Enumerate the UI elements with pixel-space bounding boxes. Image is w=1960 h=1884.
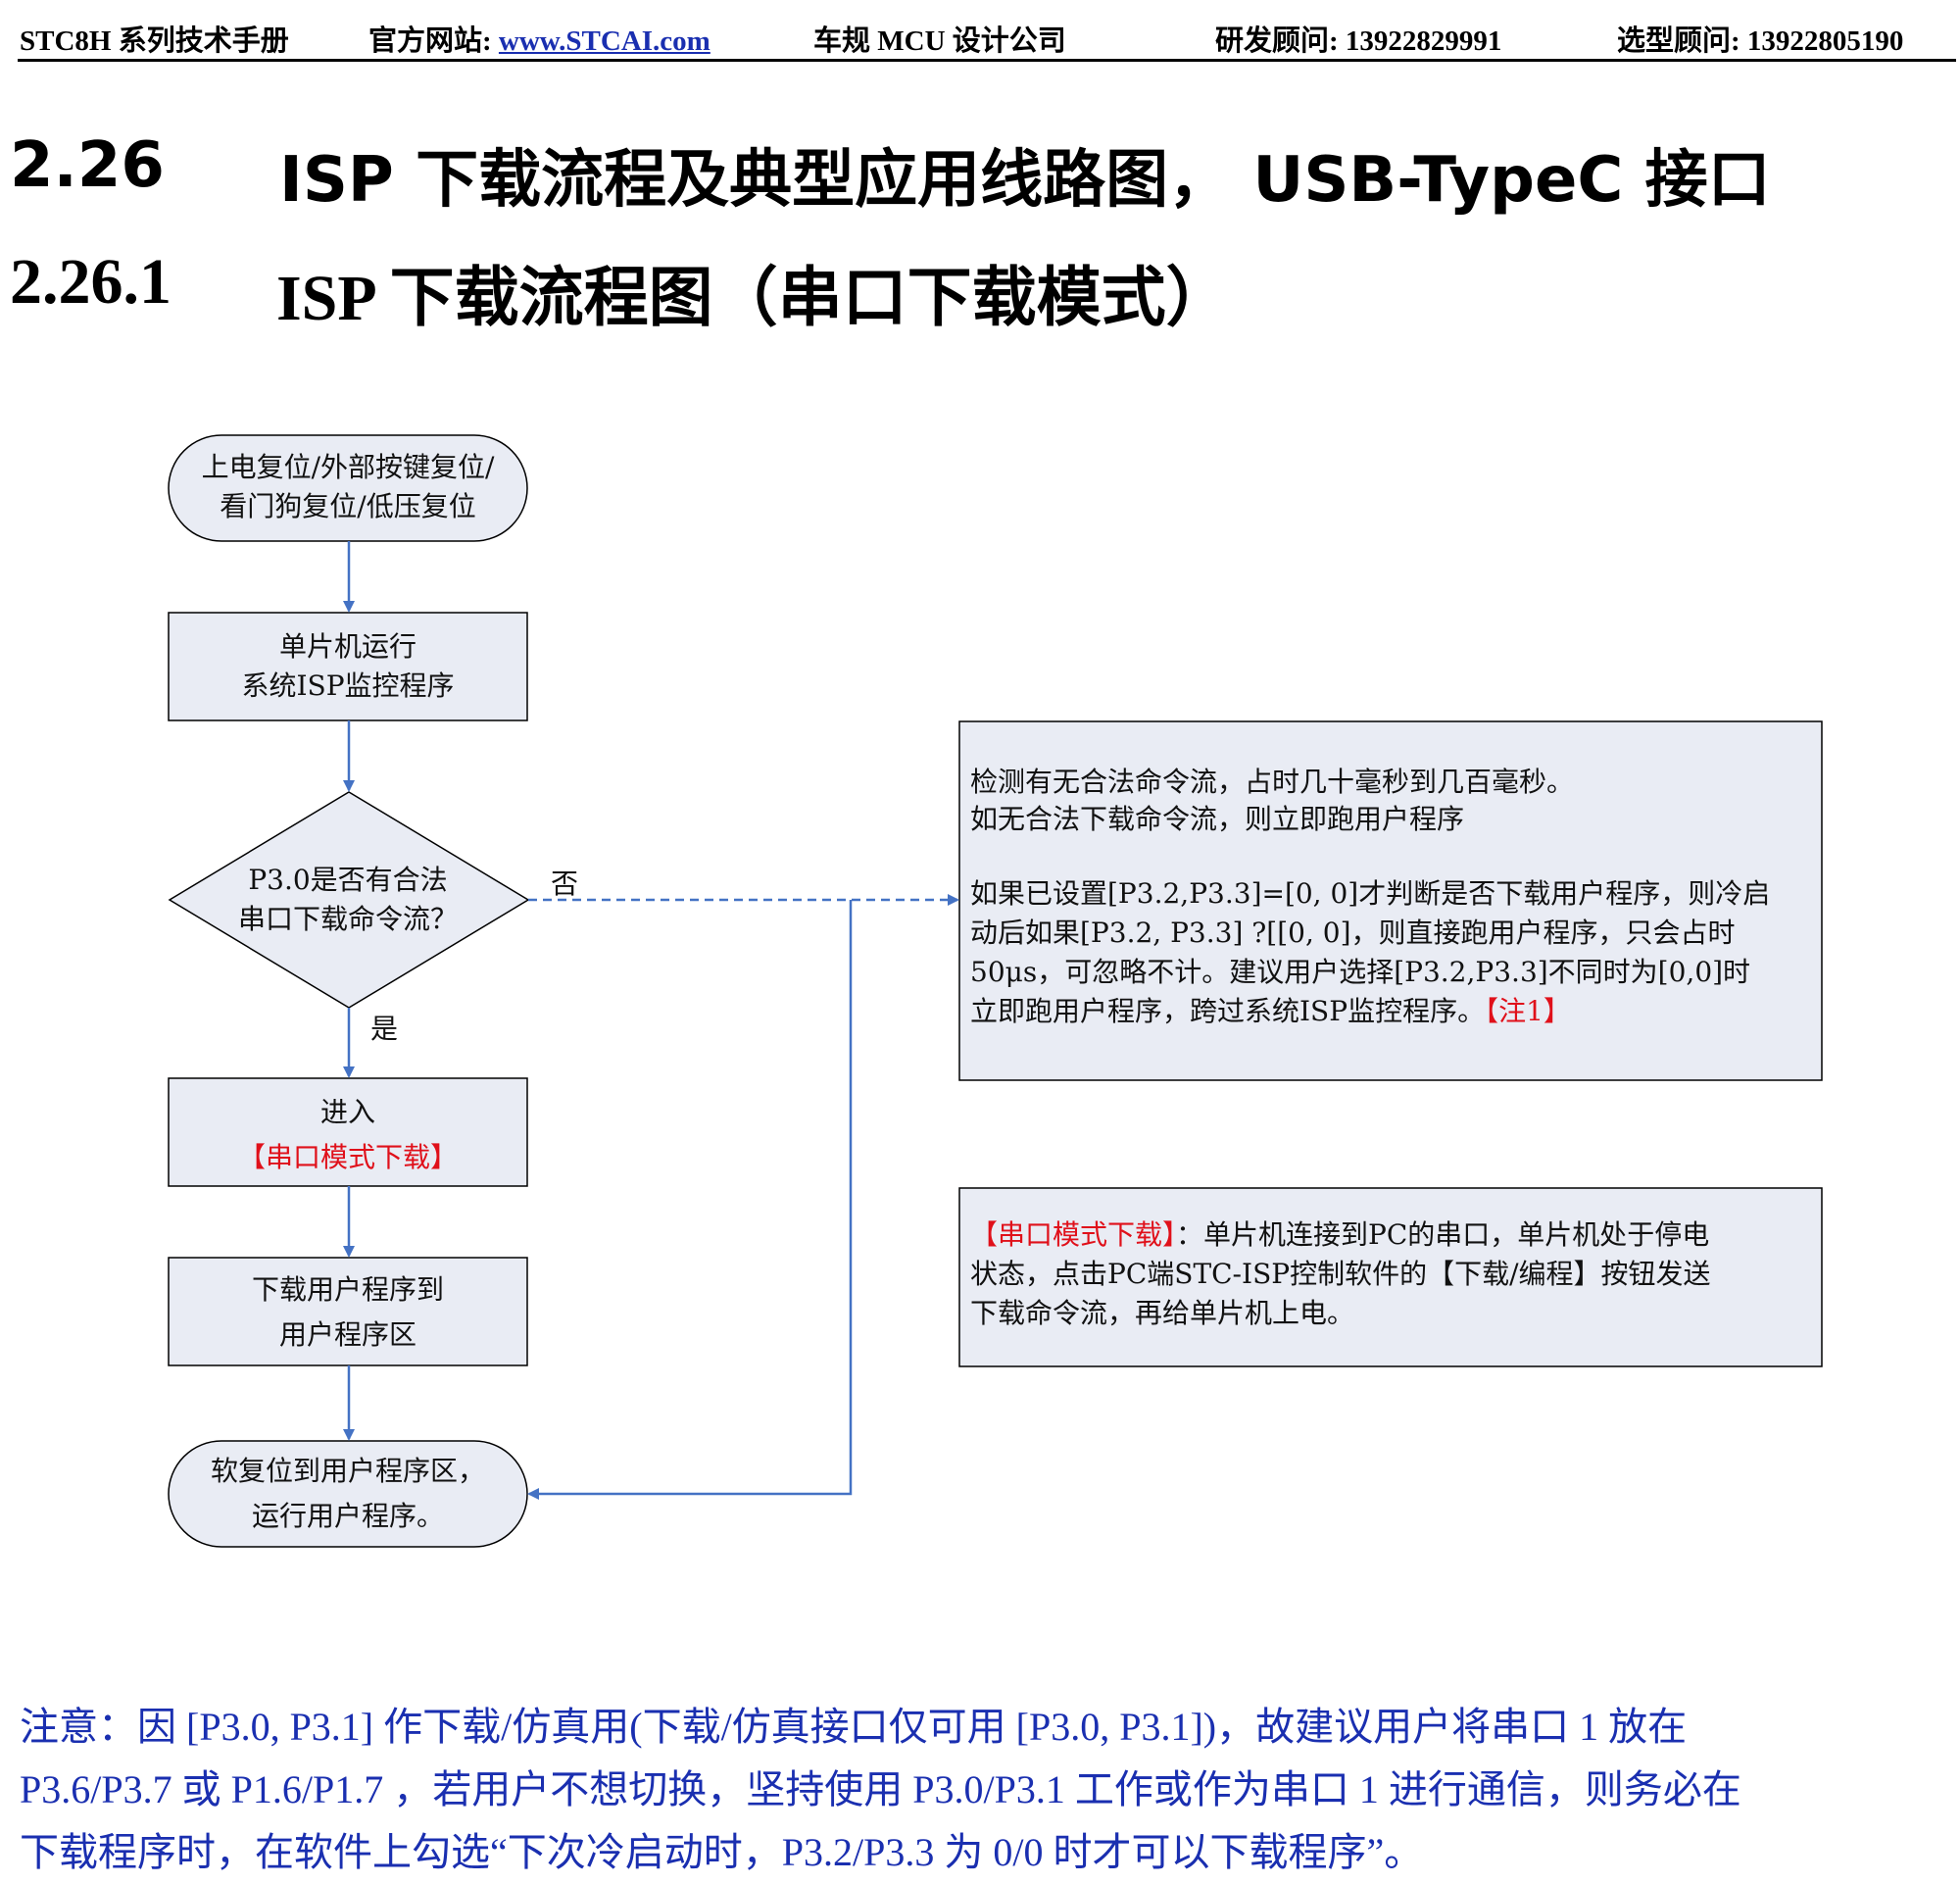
start-line-2: 看门狗复位/低压复位 — [220, 490, 476, 522]
note1-line-1: 检测有无合法命令流，占时几十毫秒到几百毫秒。 — [970, 766, 1575, 798]
manual-title: STC8H 系列技术手册 — [20, 25, 289, 57]
enter-download-text: 进入 【串口模式下载】 — [169, 1090, 527, 1180]
note1-line-2: 如无合法下载命令流，则立即跑用户程序 — [970, 803, 1465, 835]
enter-line-1: 进入 — [319, 1096, 375, 1128]
note2-box — [958, 1187, 1823, 1367]
decision-line-2: 串口下载命令流？ — [237, 903, 458, 935]
run-isp-text: 单片机运行 系统ISP监控程序 — [169, 627, 527, 706]
rd-contact: 研发顾问: 13922829991 — [1215, 25, 1502, 57]
website-label: 官方网站: — [368, 25, 499, 57]
section-number: 2.26 — [10, 129, 165, 202]
note2-line-1-rest: ：单片机连接到PC的串口，单片机处于停电 — [1176, 1218, 1710, 1251]
start-line-1: 上电复位/外部按键复位/ — [201, 451, 495, 483]
subsection-title: ISP 下载流程图（串口下载模式） — [276, 263, 1231, 334]
note2-line-1: 【串口模式下载】：单片机连接到PC的串口，单片机处于停电 — [970, 1215, 1711, 1255]
note2-line-3: 下载命令流，再给单片机上电。 — [970, 1297, 1355, 1329]
note1-line-5: 动后如果[P3.2, P3.3] ?[[0, 0]，则直接跑用户程序，只会占时 — [970, 917, 1736, 949]
notice-line-1: 注意：因 [P3.0, P3.1] 作下载/仿真用(下载/仿真接口仅可用 [P3… — [20, 1705, 1688, 1749]
arrow-no-to-end — [527, 900, 853, 1500]
note2-line-2: 状态，点击PC端STC-ISP控制软件的【下载/编程】按钮发送 — [970, 1258, 1711, 1290]
no-label: 否 — [551, 868, 579, 900]
sales-contact: 选型顾问: 13922805190 — [1617, 25, 1904, 57]
note1-line-6: 50μs，可忽略不计。建议用户选择[P3.2,P3.3]不同时为[0,0]时 — [970, 956, 1751, 988]
note1-box — [958, 720, 1823, 1081]
note1-line-4: 如果已设置[P3.2,P3.3]=[0, 0]才判断是否下载用户程序，则冷启 — [970, 877, 1771, 910]
note1-line-7: 立即跑用户程序，跨过系统ISP监控程序。【注1】 — [970, 992, 1770, 1031]
note2-text: 【串口模式下载】：单片机连接到PC的串口，单片机处于停电 状态，点击PC端STC… — [970, 1215, 1711, 1333]
decision-line-1: P3.0是否有合法 — [248, 864, 448, 896]
company-slogan: 车规 MCU 设计公司 — [813, 25, 1066, 57]
note1-last-line: 立即跑用户程序，跨过系统ISP监控程序。 — [970, 995, 1486, 1027]
note2-mark: 【串口模式下载】 — [970, 1218, 1177, 1251]
note1-line-3 — [970, 837, 1770, 874]
notice-paragraph: 注意：因 [P3.0, P3.1] 作下载/仿真用(下载/仿真接口仅可用 [P3… — [20, 1696, 1950, 1884]
section-title: ISP 下载流程及典型应用线路图， USB-TypeC 接口 — [279, 144, 1771, 217]
note1-mark: 【注1】 — [1485, 995, 1571, 1027]
end-line-2: 运行用户程序。 — [251, 1500, 444, 1532]
enter-download-box — [168, 1077, 528, 1187]
notice-line-2: P3.6/P3.7 或 P1.6/P1.7 ，若用户不想切换，坚持使用 P3.0… — [20, 1767, 1741, 1811]
run-isp-line-2: 系统ISP监控程序 — [241, 669, 455, 702]
website: 官方网站: www.STCAI.com — [368, 18, 710, 59]
download-line-1: 下载用户程序到 — [251, 1273, 444, 1306]
download-box — [168, 1257, 528, 1366]
yes-label: 是 — [370, 1013, 399, 1045]
website-link[interactable]: www.STCAI.com — [498, 25, 710, 57]
start-terminal-text: 上电复位/外部按键复位/ 看门狗复位/低压复位 — [169, 448, 527, 526]
end-line-1: 软复位到用户程序区， — [210, 1455, 485, 1487]
notice-line-3: 下载程序时，在软件上勾选“下次冷启动时，P3.2/P3.3 为 0/0 时才可以… — [20, 1830, 1424, 1874]
run-isp-line-1: 单片机运行 — [278, 630, 416, 663]
download-text: 下载用户程序到 用户程序区 — [169, 1267, 527, 1358]
page-header: STC8H 系列技术手册 官方网站: www.STCAI.com 车规 MCU … — [18, 12, 1956, 62]
subsection-number: 2.26.1 — [10, 246, 172, 318]
decision-text: P3.0是否有合法 串口下载命令流？ — [169, 861, 527, 939]
run-isp-box — [168, 612, 528, 721]
note1-text: 检测有无合法命令流，占时几十毫秒到几百毫秒。 如无合法下载命令流，则立即跑用户程… — [970, 763, 1770, 1031]
end-terminal-text: 软复位到用户程序区， 运行用户程序。 — [169, 1449, 527, 1539]
enter-line-2: 【串口模式下载】 — [237, 1141, 458, 1173]
download-line-2: 用户程序区 — [278, 1318, 416, 1351]
